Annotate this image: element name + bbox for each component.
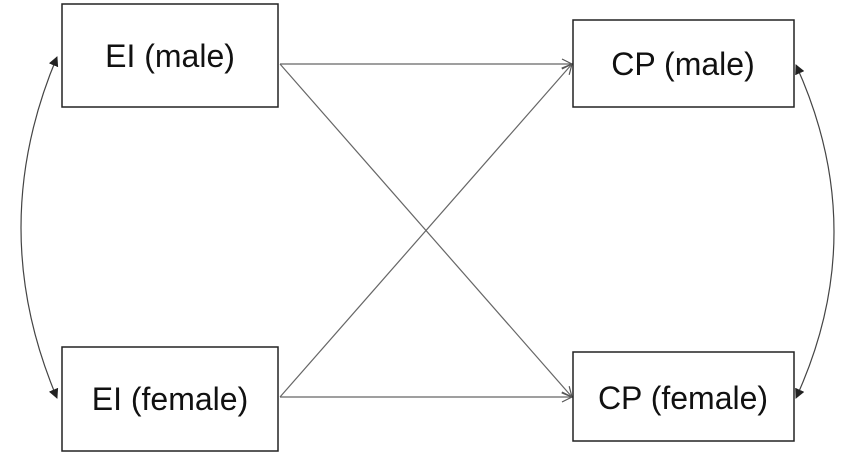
covariance-ei-male-ei-female (20, 56, 59, 399)
node-cp-female-box (572, 351, 795, 442)
node-cp-male: CP (male) (572, 19, 795, 108)
node-ei-male-label: EI (male) (105, 38, 235, 74)
node-ei-male: EI (male) (61, 3, 279, 108)
node-cp-male-box (572, 19, 795, 108)
node-ei-female-box (61, 346, 279, 452)
node-ei-male-box (61, 3, 279, 108)
node-cp-female: CP (female) (572, 351, 795, 442)
node-ei-female: EI (female) (61, 346, 279, 452)
node-cp-male-label: CP (male) (611, 46, 754, 82)
node-cp-female-label: CP (female) (598, 380, 768, 416)
node-ei-female-label: EI (female) (92, 381, 248, 417)
covariance-cp-male-cp-female (795, 64, 835, 399)
path-ei-female-to-cp-male (279, 64, 572, 398)
